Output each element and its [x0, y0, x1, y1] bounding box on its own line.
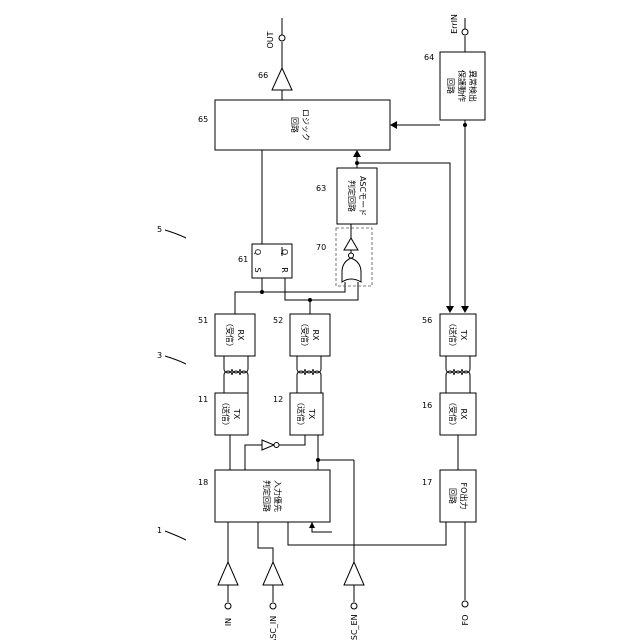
input-priority-circuit: 入力優先 判定回路	[215, 470, 330, 522]
logic-line2: 回路	[290, 117, 300, 133]
asc-mode-line1: ASCモード	[358, 176, 367, 216]
ref-64: 64	[424, 53, 434, 62]
fo-label: FO	[461, 615, 470, 626]
nor-gate	[342, 258, 361, 282]
asc-mode-line2: 判定回路	[347, 180, 357, 212]
ref-17: 17	[422, 478, 432, 487]
input-priority-line2: 判定回路	[262, 480, 272, 512]
error-detect-line2: 保護動作	[457, 70, 467, 102]
rx-block-16: RX （受信）	[440, 393, 476, 435]
in-buffer	[218, 522, 238, 609]
error-detect-line1: 異常検出	[468, 70, 478, 102]
rx16-line2: （受信）	[448, 398, 458, 430]
input-priority-line1: 入力優先	[273, 480, 283, 512]
tx56-line2: （送信）	[448, 319, 458, 351]
logic-circuit: ロジック 回路	[215, 100, 390, 150]
ref-63: 63	[316, 184, 326, 193]
ref-11: 11	[198, 395, 208, 404]
ref-3: 3	[157, 351, 162, 360]
ref-51: 51	[198, 316, 208, 325]
tx56-line1: TX	[459, 329, 468, 341]
error-detect-circuit: 異常検出 保護動作 回路	[440, 52, 485, 120]
ff-qbar-label: Q	[280, 249, 289, 255]
ref-5: 5	[157, 225, 162, 234]
tx-block-11: TX （送信）	[215, 393, 248, 435]
inverter-70	[344, 238, 358, 250]
asc-en-buffer	[344, 460, 364, 609]
tx11-line2: （送信）	[221, 398, 231, 430]
asc-in-label: ASC_IN	[269, 616, 278, 640]
rx51-line1: RX	[236, 329, 245, 341]
coil-group	[224, 356, 470, 393]
tx12-line1: TX	[307, 408, 316, 420]
inverter-tx12	[262, 440, 274, 450]
rx52-line2: （受信）	[300, 319, 310, 351]
ff-q-label: Q	[253, 249, 262, 255]
fo-output-circuit: FO出力 回路	[440, 470, 476, 522]
fo-out-line2: 回路	[448, 488, 458, 504]
gate-block-70	[336, 224, 372, 286]
ref-65: 65	[198, 115, 208, 124]
ref-56: 56	[422, 316, 432, 325]
tx-block-56: TX （送信）	[440, 314, 476, 356]
rx51-line2: （受信）	[225, 319, 235, 351]
ref-1: 1	[157, 526, 162, 535]
rx52-line1: RX	[311, 329, 320, 341]
ref-61: 61	[238, 255, 248, 264]
rx-block-51: RX （受信）	[215, 314, 255, 356]
error-detect-line3: 回路	[446, 78, 456, 94]
out-buffer-66	[272, 68, 292, 90]
tx11-line1: TX	[232, 408, 241, 420]
errin-label: ErrIN	[450, 14, 459, 34]
logic-line1: ロジック	[301, 109, 310, 141]
rx-block-52: RX （受信）	[290, 314, 330, 356]
out-label: OUT	[266, 31, 275, 48]
ref-18: 18	[198, 478, 208, 487]
ref-52: 52	[273, 316, 283, 325]
tx-block-12: TX （送信）	[290, 393, 323, 435]
fo-out-line1: FO出力	[459, 483, 469, 510]
in-label: IN	[224, 618, 233, 626]
ref-70: 70	[316, 243, 326, 252]
asc-mode-circuit: ASCモード 判定回路	[337, 168, 377, 224]
asc-en-label: ASC_EN	[350, 614, 359, 640]
ref-16: 16	[422, 401, 432, 410]
tx12-line2: （送信）	[296, 398, 306, 430]
ff-s-label: S	[253, 267, 262, 272]
flip-flop-61: S R Q Q	[252, 244, 292, 278]
ref-66: 66	[258, 71, 268, 80]
ff-r-label: R	[280, 267, 289, 273]
ref-12: 12	[273, 395, 283, 404]
rx16-line1: RX	[459, 408, 468, 420]
asc-in-buffer	[258, 522, 283, 609]
